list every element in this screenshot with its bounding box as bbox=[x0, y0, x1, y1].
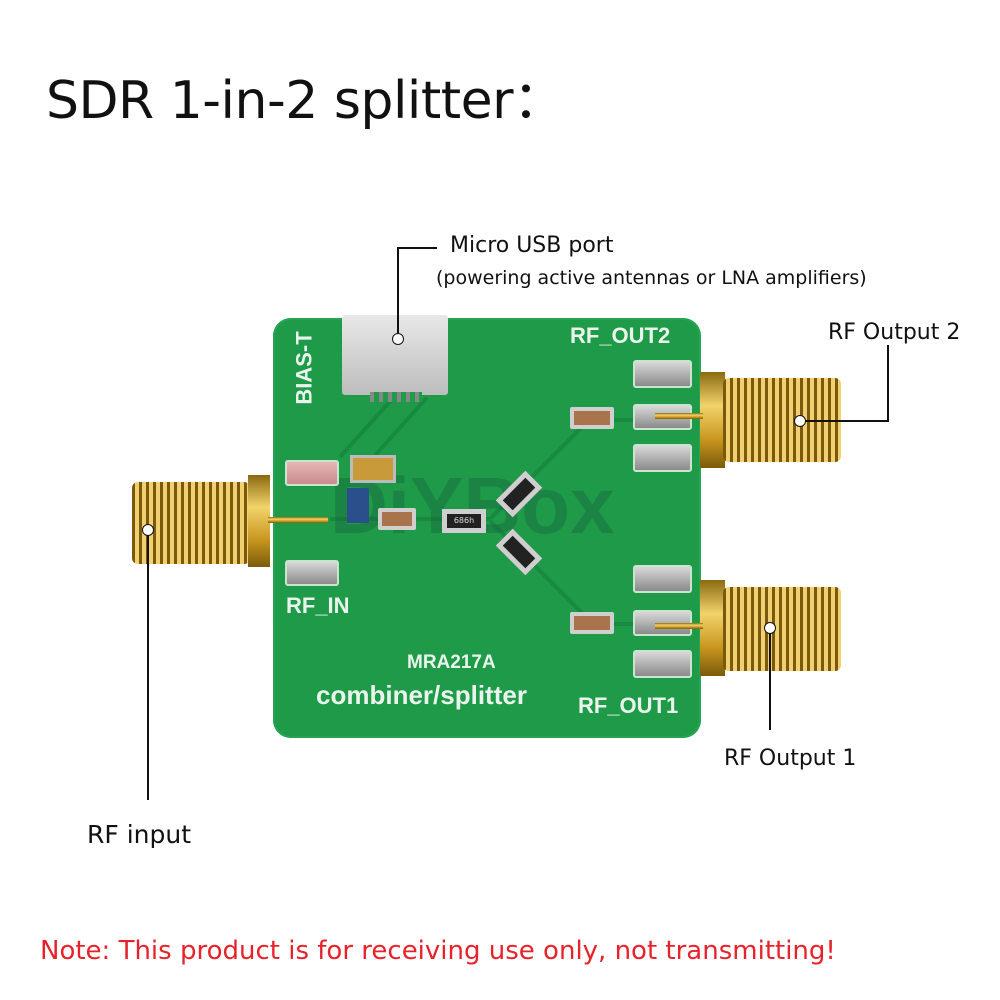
micro-usb-port bbox=[342, 315, 448, 395]
callout-out1-label: RF Output 1 bbox=[724, 746, 857, 771]
sma-flange-out1 bbox=[700, 580, 725, 676]
callout-line-usb-v bbox=[397, 247, 399, 335]
pad-out1-a bbox=[633, 565, 692, 593]
pad-out2-a bbox=[633, 360, 692, 388]
capacitor-in bbox=[378, 508, 416, 530]
pad-out1-c bbox=[633, 650, 692, 678]
capacitor-out2 bbox=[570, 407, 614, 429]
callout-dot-out1 bbox=[764, 622, 776, 634]
silk-bias-t: BIAS-T bbox=[291, 331, 317, 405]
callout-out2-label: RF Output 2 bbox=[828, 320, 961, 345]
blue-capacitor bbox=[347, 488, 369, 523]
silk-desc: combiner/splitter bbox=[316, 680, 527, 710]
silk-rf-out2: RF_OUT2 bbox=[570, 323, 671, 348]
silk-model: MRA217A bbox=[407, 652, 496, 673]
pad-in-bottom bbox=[285, 560, 339, 586]
pad-in-top bbox=[285, 460, 339, 486]
callout-dot-usb bbox=[392, 333, 404, 345]
sma-pin-out2 bbox=[655, 413, 703, 419]
callout-input-label: RF input bbox=[87, 820, 192, 849]
inductor bbox=[350, 455, 396, 483]
sma-flange-out2 bbox=[700, 372, 725, 468]
callout-line-out1 bbox=[769, 628, 771, 730]
callout-line-out2-h bbox=[800, 420, 889, 422]
pad-out2-c bbox=[633, 444, 692, 472]
sma-connector-in bbox=[132, 482, 250, 564]
sma-pin-in bbox=[268, 517, 328, 523]
resistor-code: 686h bbox=[453, 516, 475, 525]
sma-connector-out1 bbox=[723, 587, 841, 671]
callout-dot-input bbox=[142, 524, 154, 536]
callout-dot-out2 bbox=[794, 415, 806, 427]
silk-rf-out1: RF_OUT1 bbox=[578, 693, 679, 718]
usb-pins bbox=[370, 392, 422, 402]
callout-line-input bbox=[147, 530, 149, 800]
sma-flange-in bbox=[248, 475, 270, 567]
sma-pin-out1 bbox=[655, 623, 703, 629]
callout-usb-label: Micro USB port bbox=[450, 233, 614, 258]
warning-note: Note: This product is for receiving use … bbox=[40, 936, 836, 966]
page-title: SDR 1-in-2 splitter： bbox=[46, 71, 565, 131]
callout-line-out2-v bbox=[887, 345, 889, 422]
callout-line-usb-h bbox=[397, 247, 437, 249]
resistor-in: 686h bbox=[442, 509, 486, 533]
callout-usb-sub: (powering active antennas or LNA amplifi… bbox=[436, 267, 867, 289]
capacitor-out1 bbox=[570, 612, 614, 634]
silk-rf-in: RF_IN bbox=[286, 593, 350, 618]
